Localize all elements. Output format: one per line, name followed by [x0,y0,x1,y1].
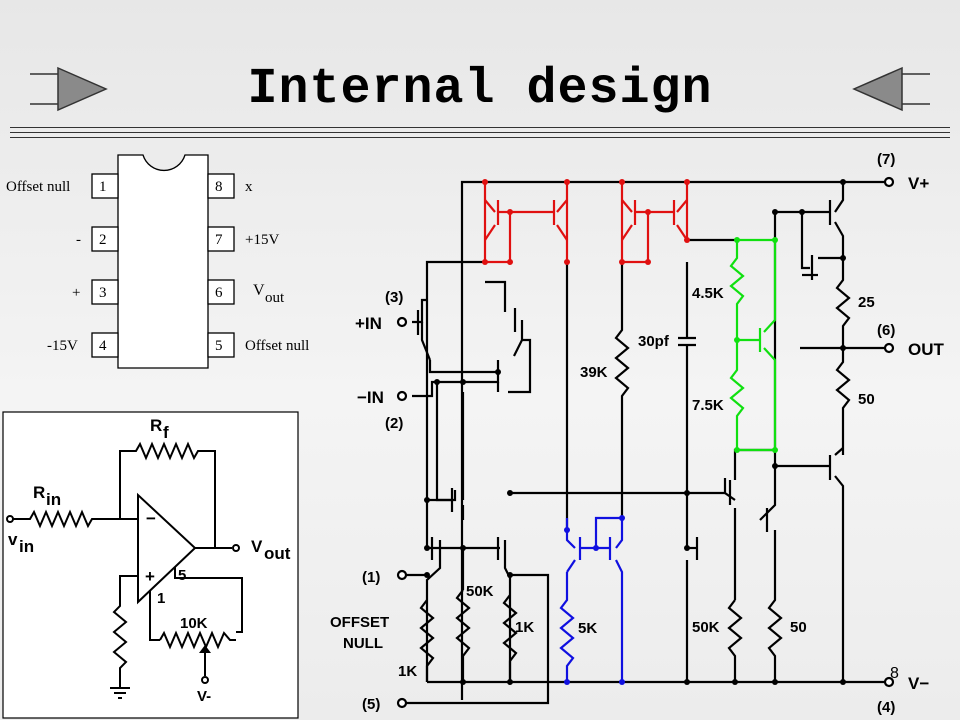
internal-schematic [396,176,895,709]
r-5k-label: 5K [578,620,597,637]
pin3-label: (3) [385,289,403,306]
out-label: OUT [908,340,945,359]
minus-input-label: − [146,509,156,528]
pin6-label: (6) [877,322,895,339]
dip-package [117,154,209,369]
page-number: 8 [890,665,899,682]
pin-label-3: + [72,285,80,301]
pin-number-4: 4 [99,338,107,354]
pin-label-5: Offset null [245,338,309,354]
pin-number-8: 8 [215,179,223,195]
pin-number-2: 2 [99,232,107,248]
r-1k-a-label: 1K [515,619,534,636]
in-plus-label: +IN [355,314,382,333]
vin-label: v [8,530,18,549]
pin1-label: (1) [362,569,380,586]
pin-number-3: 3 [99,285,107,301]
pin-label-6-sub: out [265,290,285,306]
pin-label-8: x [245,179,253,195]
plus-input-label: + [145,567,155,586]
pin4-label: (4) [877,699,895,716]
rin-sub: in [46,490,61,509]
pin-box-8 [207,173,235,199]
next-arrow-icon[interactable] [852,66,930,112]
pin-box-7 [207,226,235,252]
inverting-amp-diagram: R f R in v in V out − + 5 1 10K V- [2,411,299,719]
amp-pin5-label: 5 [178,567,186,584]
pin-box-4 [91,332,119,358]
pin-number-1: 1 [99,179,107,195]
r-50k-a-label: 50K [466,583,494,600]
r-39k-label: 39K [580,364,608,381]
pin-label-7: +15V [245,232,279,248]
pin2-label: (2) [385,415,403,432]
pin-label-4: -15V [47,338,78,354]
vminus-label: V− [908,674,929,693]
r-75k-label: 7.5K [692,397,724,414]
pot-wiper-icon [199,645,211,653]
pin-number-5: 5 [215,338,223,354]
vin-sub: in [19,537,34,556]
pin-box-3 [91,279,119,305]
r-50-top-label: 50 [858,391,875,408]
pin-number-6: 6 [215,285,223,301]
pinout-diagram [91,154,235,369]
pin-label-1: Offset null [6,179,70,195]
pin-label-2: - [76,232,81,248]
vout-sub: out [264,544,291,563]
title-rule-mid [10,132,950,133]
pot-label: 10K [180,615,208,632]
r-25-label: 25 [858,294,875,311]
r-1k-b-label: 1K [398,663,417,680]
pin-box-6 [207,279,235,305]
pin-box-5 [207,332,235,358]
pinout-labels: Offset null 1 - 2 + 3 -15V 4 8 x 7 +15V … [6,179,309,354]
previous-arrow-icon[interactable] [30,66,108,112]
pin-box-2 [91,226,119,252]
pin7-label: (7) [877,151,895,168]
pin-label-6: V [253,282,265,299]
offset-label-2: NULL [343,635,383,652]
rin-label: R [33,483,45,502]
vout-label: V [251,537,263,556]
r-50k-b-label: 50K [692,619,720,636]
c-30pf-label: 30pf [638,333,670,350]
pin5-label: (5) [362,696,380,713]
red-current-mirror [483,182,689,264]
r-45k-label: 4.5K [692,285,724,302]
slide-title: Internal design [247,61,713,118]
in-minus-label: −IN [357,388,384,407]
blue-current-mirror [559,516,624,682]
r-50-bot-label: 50 [790,619,807,636]
amp-pin1-label: 1 [157,590,165,607]
green-bias-network [729,238,777,452]
pin-box-1 [91,173,119,199]
amp-panel [2,411,299,719]
rf-label: R [150,416,162,435]
vplus-label: V+ [908,174,929,193]
pin-number-7: 7 [215,232,223,248]
title-rule-bottom [10,137,950,138]
rf-sub: f [163,423,169,442]
schematic-labels: (7) V+ (3) +IN −IN (2) (6) OUT (1) OFFSE… [330,151,945,716]
vneg-label: V- [197,688,211,705]
title-rule-top [10,127,950,128]
offset-label-1: OFFSET [330,614,389,631]
